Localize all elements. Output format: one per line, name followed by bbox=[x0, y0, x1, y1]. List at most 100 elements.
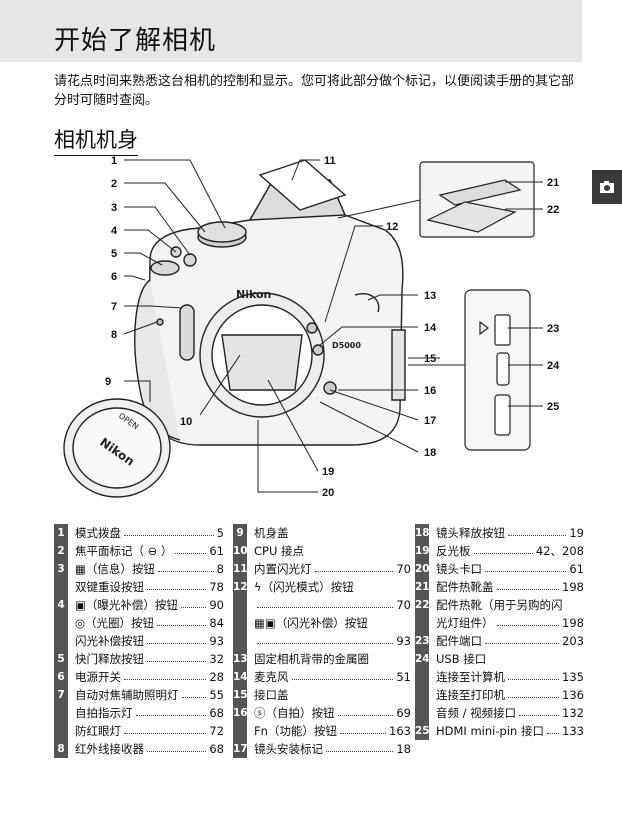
legend-number-badge: 15 bbox=[233, 686, 248, 704]
legend-label: 镜头释放按钮 bbox=[436, 526, 505, 540]
legend-number-badge bbox=[415, 704, 429, 722]
legend-page-ref[interactable]: 8 bbox=[216, 562, 224, 576]
legend-number-badge: 11 bbox=[233, 560, 248, 578]
legend-page-ref[interactable]: 18 bbox=[396, 742, 411, 756]
legend-page-ref[interactable]: 78 bbox=[209, 580, 224, 594]
chapter-tab[interactable] bbox=[592, 170, 622, 204]
legend-page-ref[interactable]: 93 bbox=[396, 634, 411, 648]
legend-page-ref[interactable]: 133 bbox=[562, 724, 584, 738]
connector-inset bbox=[464, 289, 531, 451]
callout-25: 25 bbox=[547, 401, 559, 413]
legend-page-ref[interactable]: 19 bbox=[569, 526, 584, 540]
leader-dots bbox=[257, 643, 393, 644]
legend-page-ref[interactable]: 203 bbox=[562, 634, 584, 648]
legend-page-ref[interactable]: 135 bbox=[562, 670, 584, 684]
legend-page-ref[interactable]: 68 bbox=[209, 742, 224, 756]
legend-page-ref[interactable]: 42、208 bbox=[535, 544, 584, 558]
legend-entry: 70 bbox=[233, 596, 411, 614]
legend-page-ref[interactable]: 32 bbox=[209, 652, 224, 666]
legend-page-ref[interactable]: 69 bbox=[396, 706, 411, 720]
leader-dots bbox=[181, 607, 206, 608]
leader-dots bbox=[485, 643, 559, 644]
legend-page-ref[interactable]: 90 bbox=[209, 598, 224, 612]
leader-dots bbox=[147, 661, 206, 662]
legend-number-badge: 10 bbox=[233, 542, 248, 560]
legend-page-ref[interactable]: 68 bbox=[209, 706, 224, 720]
leader-dots bbox=[474, 553, 533, 554]
callout-22: 22 bbox=[547, 204, 559, 216]
legend-number-badge: 21 bbox=[415, 578, 430, 596]
legend-page-ref[interactable]: 136 bbox=[562, 688, 584, 702]
leader-dots bbox=[257, 607, 393, 608]
legend-page-ref[interactable]: 93 bbox=[209, 634, 224, 648]
legend-page-ref[interactable]: 70 bbox=[396, 562, 411, 576]
legend-label: 机身盖 bbox=[254, 526, 289, 540]
leader-dots bbox=[508, 535, 566, 536]
legend-page-ref[interactable]: 163 bbox=[389, 724, 411, 738]
legend-number-badge: 4 bbox=[54, 596, 68, 614]
legend-number-badge: 6 bbox=[54, 668, 68, 686]
leader-dots bbox=[158, 571, 214, 572]
legend-label: 配件热靴盖 bbox=[436, 580, 494, 594]
leader-dots bbox=[124, 679, 206, 680]
legend-page-ref[interactable]: 198 bbox=[562, 616, 584, 630]
legend-label: 反光板 bbox=[436, 544, 471, 558]
legend-number-badge bbox=[233, 596, 247, 614]
legend-page-ref[interactable]: 55 bbox=[209, 688, 224, 702]
legend-number-badge: 2 bbox=[54, 542, 68, 560]
legend-number-badge: 20 bbox=[415, 560, 430, 578]
legend-page-ref[interactable]: 70 bbox=[396, 598, 411, 612]
legend-label: 快门释放按钮 bbox=[75, 652, 144, 666]
legend-label: 闪光补偿按钮 bbox=[75, 634, 144, 648]
legend-page-ref[interactable]: 198 bbox=[562, 580, 584, 594]
callout-11: 11 bbox=[324, 155, 336, 167]
callout-19: 19 bbox=[322, 466, 334, 478]
callout-5: 5 bbox=[111, 248, 117, 260]
callout-23: 23 bbox=[547, 323, 559, 335]
legend-label: 音频 / 视频接口 bbox=[436, 706, 517, 720]
legend-page-ref[interactable]: 28 bbox=[209, 670, 224, 684]
leader-dots bbox=[338, 715, 393, 716]
legend-page-ref[interactable]: 72 bbox=[209, 724, 224, 738]
leader-dots bbox=[157, 625, 206, 626]
legend-number-badge: 7 bbox=[54, 686, 68, 704]
legend-entry: 光灯组件）198 bbox=[415, 614, 584, 632]
callout-20: 20 bbox=[322, 487, 334, 499]
legend-page-ref[interactable]: 132 bbox=[562, 706, 584, 720]
callout-18: 18 bbox=[424, 447, 436, 459]
legend-number-badge: 13 bbox=[233, 650, 248, 668]
legend-page-ref[interactable]: 51 bbox=[396, 670, 411, 684]
leader-dots bbox=[485, 571, 566, 572]
legend-label: 连接至打印机 bbox=[436, 688, 505, 702]
legend-page-ref[interactable]: 84 bbox=[209, 616, 224, 630]
legend-label: 连接至计算机 bbox=[436, 670, 505, 684]
legend-label: 配件端口 bbox=[436, 634, 482, 648]
leader-dots bbox=[497, 625, 559, 626]
legend-number-badge bbox=[415, 614, 429, 632]
legend-label: 电源开关 bbox=[75, 670, 121, 684]
legend-page-ref[interactable]: 61 bbox=[209, 544, 224, 558]
legend-label: 焦平面标记（ ⊖ ） bbox=[75, 544, 173, 558]
legend-entry: 音频 / 视频接口 132 bbox=[415, 704, 584, 722]
leader-dots bbox=[147, 751, 206, 752]
legend-page-ref[interactable]: 61 bbox=[569, 562, 584, 576]
legend-page-ref[interactable]: 5 bbox=[216, 526, 224, 540]
model-logo: D5000 bbox=[332, 341, 361, 350]
legend-entry: 93 bbox=[233, 632, 411, 650]
leader-lines bbox=[123, 159, 543, 493]
brand-logo: Nikon bbox=[236, 288, 271, 301]
callout-10: 10 bbox=[180, 416, 192, 428]
